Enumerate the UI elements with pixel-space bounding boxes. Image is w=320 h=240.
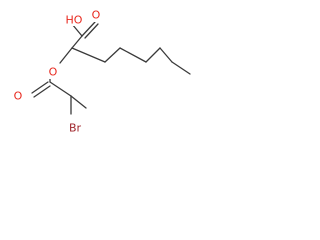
bond-chain-2	[104, 47, 121, 63]
bond-c1-o-double-b	[84, 23, 99, 39]
bond-c2-o-bridge	[59, 47, 73, 64]
bond-chain-6	[171, 61, 191, 75]
atom-label-ester-bridge-oxygen: O	[49, 66, 58, 79]
bond-chain-4	[145, 47, 161, 63]
bond-c2-c1	[71, 35, 83, 49]
bond-c-ester-o-double-a	[31, 81, 49, 94]
molecule-structure-diagram: HO O O O Br	[12, 8, 191, 135]
atom-label-bromine: Br	[69, 122, 82, 135]
bond-chain-3	[119, 47, 147, 63]
atom-label-acid-carbonyl-oxygen: O	[92, 9, 101, 22]
bond-c-ester-o-double-b	[33, 85, 51, 98]
bond-c1-o-double-a	[81, 21, 96, 37]
atom-label-ester-carbonyl-oxygen: O	[14, 90, 23, 103]
bond-c-ester-c-alpha	[49, 81, 72, 97]
atom-label-hydroxyl: HO	[66, 14, 83, 27]
bond-chain-1	[71, 47, 106, 63]
bond-c-alpha-methyl	[70, 95, 87, 109]
bond-chain-5	[159, 47, 173, 63]
